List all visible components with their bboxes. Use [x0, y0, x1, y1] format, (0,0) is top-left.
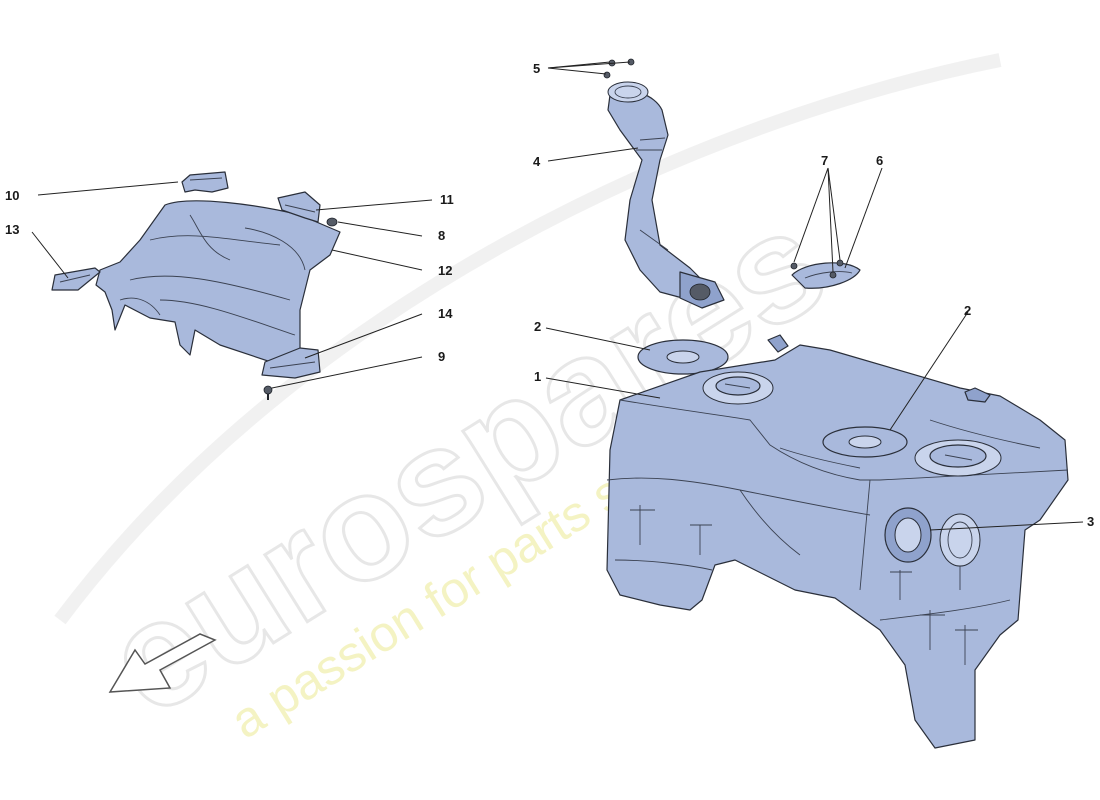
callout-6: 6: [876, 153, 883, 168]
watermark-arrow: [108, 633, 217, 693]
nut-8: [326, 217, 338, 227]
pump-unit-left: [702, 371, 774, 405]
watermark-swoosh: [54, 53, 1002, 625]
callout-8: 8: [438, 228, 445, 243]
callout-14: 14: [438, 306, 453, 321]
bracket-14: [261, 347, 321, 379]
fuel-tank-1: [606, 334, 1069, 749]
callout-12: 12: [438, 263, 452, 278]
filler-neck-4: [607, 81, 725, 309]
callout-5: 5: [533, 61, 540, 76]
bracket-10: [181, 171, 229, 193]
pump-unit-right: [914, 439, 1002, 477]
seal-3: [884, 507, 932, 563]
bracket-11: [277, 191, 321, 223]
nuts-7: [790, 259, 844, 279]
callout-labels: 10 11 8 13 12 14 9 5 4 7 6 2 1 2 3: [5, 61, 1094, 529]
leader-lines: [31, 61, 1084, 531]
callout-9: 9: [438, 349, 445, 364]
callout-11: 11: [440, 192, 454, 207]
callout-13: 13: [5, 222, 19, 237]
callout-1: 1: [534, 369, 541, 384]
bracket-13: [51, 267, 101, 291]
callout-4: 4: [533, 154, 541, 169]
bolt-9: [263, 385, 273, 400]
gasket-2-left: [637, 339, 729, 375]
sender-opening: [939, 513, 981, 567]
cover-plate-6: [791, 262, 861, 289]
callout-10: 10: [5, 188, 19, 203]
heat-shield-12: [95, 200, 341, 366]
callout-7: 7: [821, 153, 828, 168]
gasket-2-right: [822, 426, 908, 458]
callout-2-left: 2: [534, 319, 541, 334]
callout-2-right: 2: [964, 303, 971, 318]
callout-3: 3: [1087, 514, 1094, 529]
